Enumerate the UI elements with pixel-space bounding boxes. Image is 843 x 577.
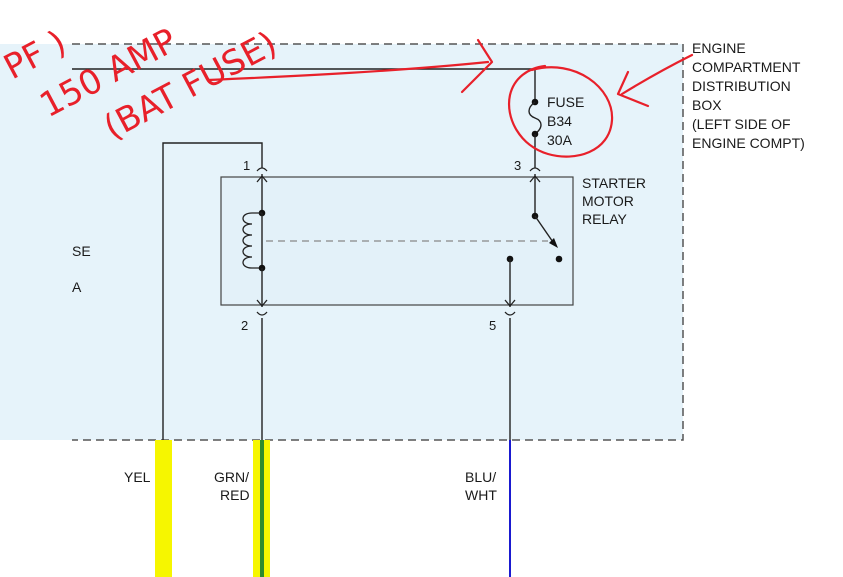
box-pointer-arrowhead — [616, 70, 650, 108]
fuse-circle-mark — [507, 64, 614, 158]
switch-contact-no — [555, 255, 563, 263]
pin-number-5: 5 — [489, 318, 496, 333]
fuse-label-line-2: B34 — [547, 113, 572, 129]
relay-label: STARTER MOTOR RELAY — [582, 175, 650, 227]
coil-winding — [242, 212, 262, 269]
distribution-box-label: ENGINE COMPARTMENT DISTRIBUTION BOX (LEF… — [692, 40, 805, 151]
pin-number-3: 3 — [514, 158, 521, 173]
distribution-box-border — [72, 43, 684, 441]
pin1-feed-wire — [162, 142, 263, 440]
relay-label-line-3: RELAY — [582, 211, 628, 227]
box-label-line-4: BOX — [692, 97, 722, 113]
grn-red-label-line-1: GRN/ — [214, 469, 249, 485]
box-pointer-line — [620, 53, 694, 96]
partial-label-se: SE — [72, 243, 91, 259]
grn-red-wire-label: GRN/ RED — [214, 469, 253, 503]
annotation-pointer-arrowhead — [460, 38, 494, 94]
pin3-arrow — [529, 174, 541, 183]
yel-wire-highlight — [155, 440, 172, 577]
box-label-line-2: COMPARTMENT — [692, 59, 801, 75]
pin2-connector — [256, 311, 268, 316]
switch-arrowhead — [549, 238, 558, 248]
pin3-connector — [529, 167, 541, 172]
yel-wire-label: YEL — [124, 469, 151, 485]
partial-label-a: A — [72, 279, 82, 295]
relay-label-line-2: MOTOR — [582, 193, 634, 209]
pin-number-2: 2 — [241, 318, 248, 333]
relay-label-line-1: STARTER — [582, 175, 646, 191]
fuse-element — [528, 101, 542, 135]
box-label-line-5: (LEFT SIDE OF — [692, 116, 791, 132]
grn-red-label-line-2: RED — [220, 487, 250, 503]
fuse-label-line-1: FUSE — [547, 94, 584, 110]
pin5-connector — [504, 311, 516, 316]
fuse-label: FUSE B34 30A — [547, 94, 588, 148]
box-label-line-3: DISTRIBUTION — [692, 78, 791, 94]
pin1-connector — [256, 167, 268, 172]
blu-wht-wire-label: BLU/ WHT — [465, 469, 500, 503]
fuse-label-line-3: 30A — [547, 132, 573, 148]
box-label-line-6: ENGINE COMPT) — [692, 135, 805, 151]
pin2-arrow — [256, 299, 268, 308]
annotation-pointer-line — [206, 60, 490, 82]
pin1-arrow — [256, 174, 268, 183]
blu-wht-label-line-2: WHT — [465, 487, 497, 503]
box-label-line-1: ENGINE — [692, 40, 746, 56]
pin5-arrow — [504, 299, 516, 308]
switch-arm — [534, 215, 556, 246]
blu-wht-label-line-1: BLU/ — [465, 469, 496, 485]
pin-number-1: 1 — [243, 158, 250, 173]
